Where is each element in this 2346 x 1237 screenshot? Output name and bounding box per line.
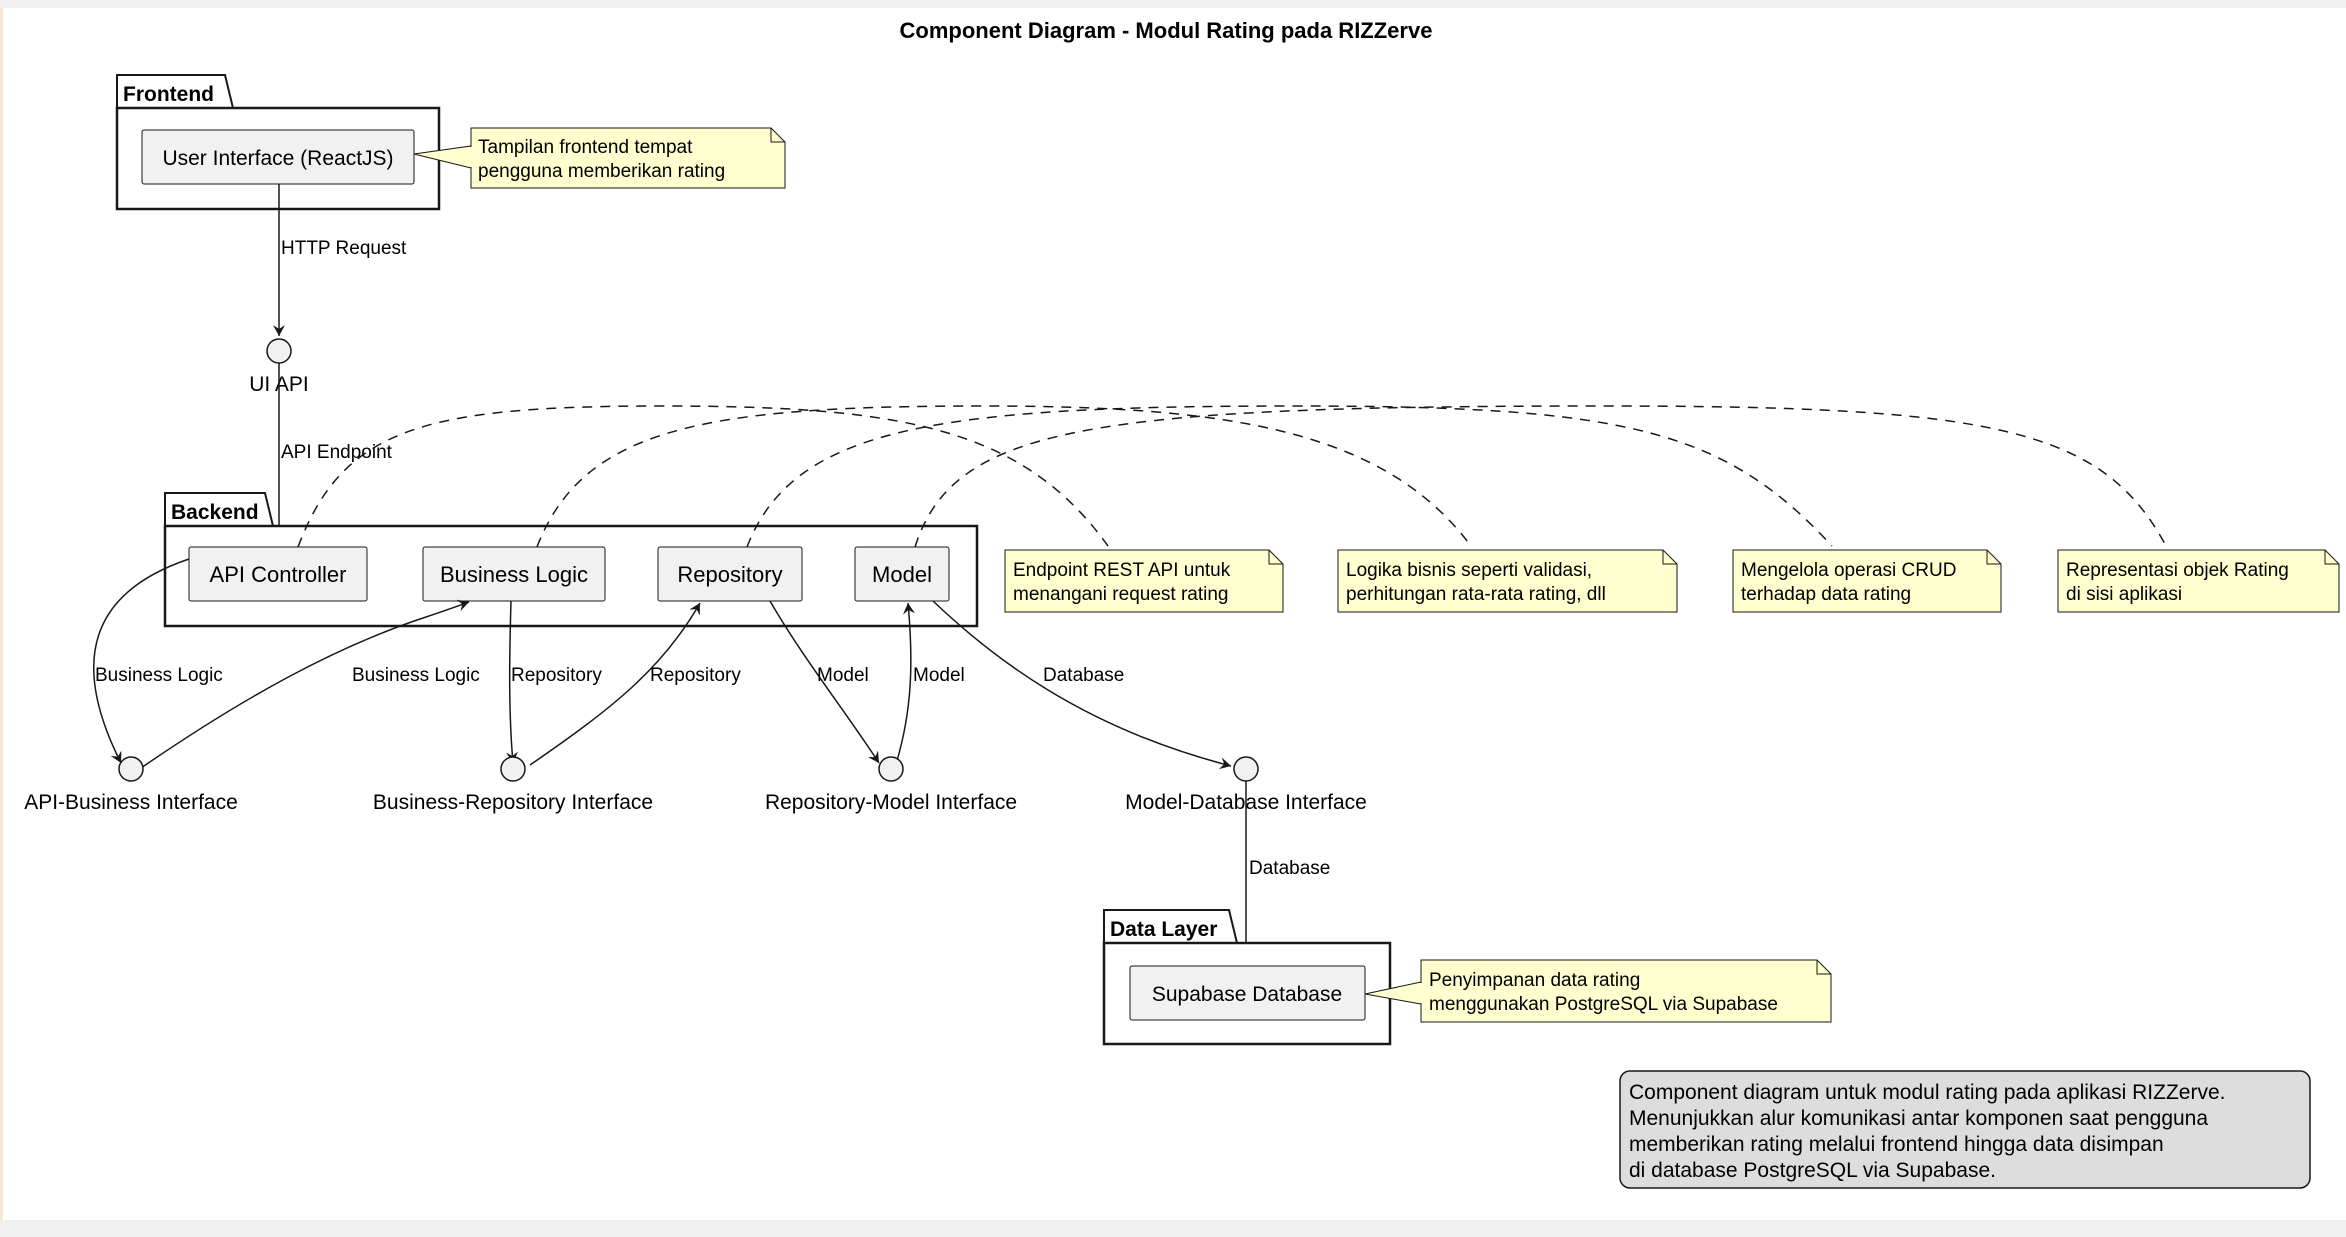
interface-api-business[interactable]: API-Business Interface <box>24 756 238 814</box>
edge-business-repository-to-repository <box>529 602 701 766</box>
note-api: Endpoint REST API untuk menangani reques… <box>1004 549 1284 613</box>
note-ui: Tampilan frontend tempat pengguna member… <box>413 127 786 189</box>
edge-repository-to-repository-model <box>769 600 880 764</box>
component-diagram: Component Diagram - Modul Rating pada RI… <box>24 18 2340 1189</box>
note-line: Mengelola operasi CRUD <box>1741 560 1956 581</box>
note-line: Representasi objek Rating <box>2066 560 2289 581</box>
note-line: Penyimpanan data rating <box>1429 970 1640 991</box>
diagram-canvas: Component Diagram - Modul Rating pada RI… <box>0 8 2346 1220</box>
edge-label: Model <box>913 665 965 686</box>
edge-label: Business Logic <box>352 665 480 686</box>
package-label: Data Layer <box>1110 918 1217 941</box>
note-line: di sisi aplikasi <box>2066 584 2182 605</box>
edge-business-logic-to-business-repository <box>506 600 519 764</box>
note-line: terhadap data rating <box>1741 584 1911 605</box>
caption-line: Component diagram untuk modul rating pad… <box>1629 1081 2225 1104</box>
diagram-caption: Component diagram untuk modul rating pad… <box>1619 1070 2311 1189</box>
note-business: Logika bisnis seperti validasi, perhitun… <box>1337 549 1678 613</box>
note-line: perhitungan rata-rata rating, dll <box>1346 584 1606 605</box>
component-business-logic[interactable]: Business Logic <box>422 546 606 602</box>
note-line: menangani request rating <box>1013 584 1228 605</box>
edges-backend <box>92 558 1232 770</box>
component-user-interface[interactable]: User Interface (ReactJS) <box>141 129 415 185</box>
component-api-controller[interactable]: API Controller <box>188 546 368 602</box>
edge-api-business-to-business-logic <box>140 599 470 769</box>
note-model: Representasi objek Rating di sisi aplika… <box>2057 549 2340 613</box>
package-label: Frontend <box>123 83 214 106</box>
component-label: Business Logic <box>440 562 588 587</box>
edge-label: API Endpoint <box>281 442 393 463</box>
edge-label: Model <box>817 665 869 686</box>
edge-repository-model-to-model <box>895 602 915 765</box>
caption-line: di database PostgreSQL via Supabase. <box>1629 1159 1996 1182</box>
component-repository[interactable]: Repository <box>657 546 803 602</box>
interface-label: Repository-Model Interface <box>765 791 1017 814</box>
interface-repository-model[interactable]: Repository-Model Interface <box>765 756 1017 814</box>
note-line: pengguna memberikan rating <box>478 161 725 182</box>
diagram-title: Component Diagram - Modul Rating pada RI… <box>900 18 1433 43</box>
edge-label: Business Logic <box>95 665 223 686</box>
component-label: Supabase Database <box>1152 983 1342 1006</box>
component-label: API Controller <box>210 562 347 587</box>
caption-line: Menunjukkan alur komunikasi antar kompon… <box>1629 1107 2208 1130</box>
component-label: Model <box>872 562 932 587</box>
edge-label: HTTP Request <box>281 238 407 259</box>
package-label: Backend <box>171 501 259 524</box>
edge-api-endpoint: API Endpoint <box>273 363 393 545</box>
note-line: Endpoint REST API untuk <box>1013 560 1231 581</box>
edge-api-to-api-business <box>92 558 190 764</box>
edge-label: Repository <box>511 665 602 686</box>
note-line: Tampilan frontend tempat <box>478 137 693 158</box>
component-label: User Interface (ReactJS) <box>162 147 393 170</box>
interface-business-repository[interactable]: Business-Repository Interface <box>373 756 653 814</box>
edge-label: Repository <box>650 665 741 686</box>
note-database: Penyimpanan data rating menggunakan Post… <box>1364 959 1832 1023</box>
edge-http-request: HTTP Request <box>273 184 407 336</box>
edge-label: Database <box>1249 858 1330 879</box>
note-line: Logika bisnis seperti validasi, <box>1346 560 1592 581</box>
note-connectors <box>297 405 2167 548</box>
interface-label: Business-Repository Interface <box>373 791 653 814</box>
caption-line: memberikan rating melalui frontend hingg… <box>1629 1133 2164 1156</box>
edge-label: Database <box>1043 665 1124 686</box>
interface-label: API-Business Interface <box>24 791 238 814</box>
note-repository: Mengelola operasi CRUD terhadap data rat… <box>1732 549 2002 613</box>
component-label: Repository <box>677 562 782 587</box>
component-supabase-database[interactable]: Supabase Database <box>1129 965 1366 1021</box>
edge-model-to-model-database <box>932 600 1232 770</box>
note-line: menggunakan PostgreSQL via Supabase <box>1429 994 1778 1015</box>
component-model[interactable]: Model <box>854 546 950 602</box>
edge-database: Database <box>1240 781 1330 965</box>
